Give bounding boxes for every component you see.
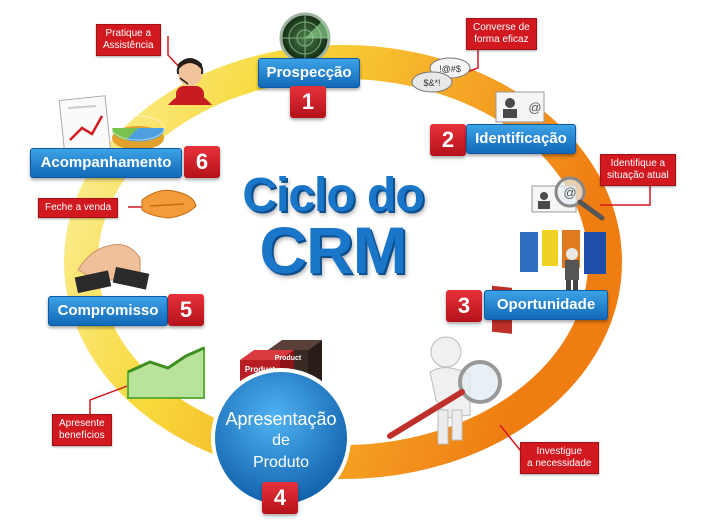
step-6-label: Acompanhamento — [30, 148, 182, 178]
note-identifique-line-1: Identifique a — [610, 158, 666, 169]
title-line-1: Ciclo do — [242, 169, 424, 222]
step-2-label: Identificação — [466, 124, 576, 154]
svg-text:@: @ — [563, 185, 576, 200]
note-pratique-line-1: Pratique a — [105, 28, 152, 39]
step-4-label-line-2: de — [272, 432, 290, 449]
chat-bubble-text-2: $&*! — [423, 78, 440, 88]
magnifier-contact-icon: @ — [531, 176, 605, 221]
note-identifique-line-2: situação atual — [607, 170, 669, 181]
step-5-label: Compromisso — [48, 296, 168, 326]
growth-chart-icon — [127, 346, 205, 399]
note-feche-venda: Feche a venda — [38, 198, 119, 218]
report-piechart-icon — [58, 95, 165, 157]
note-apresente-line-2: benefícios — [59, 430, 105, 441]
chat-bubbles-icon: !@#$ $&*! — [411, 57, 471, 93]
product-box-text-2: Product — [275, 355, 302, 362]
product-box-text-1: Product — [245, 365, 276, 374]
step-4-label: Apresentação de Produto — [206, 408, 356, 474]
note-investigue-line-2: a necessidade — [527, 458, 592, 469]
note-identifique-situacao: Identifique a situação atual — [600, 154, 676, 186]
note-investigue-necessidade: Investigue a necessidade — [520, 442, 599, 474]
strong-handshake-icon — [74, 244, 150, 294]
handshake-icon — [141, 189, 197, 219]
note-converse-line-1: Converse de — [473, 22, 530, 33]
step-1-label: Prospecção — [258, 58, 360, 88]
step-3-number: 3 — [446, 290, 482, 322]
note-pratique-line-2: Assistência — [103, 40, 154, 51]
magnifier-figure-icon — [387, 336, 502, 445]
step-4-label-line-3: Produto — [252, 454, 310, 471]
note-converse-forma-eficaz: Converse de forma eficaz — [466, 18, 537, 50]
note-apresente-line-1: Apresente — [59, 418, 105, 429]
step-2-number: 2 — [430, 124, 466, 156]
note-apresente-beneficios: Apresente benefícios — [52, 414, 112, 446]
note-converse-line-2: forma eficaz — [474, 34, 529, 45]
step-6-number: 6 — [184, 146, 220, 178]
note-pratique-assistencia: Pratique a Assistência — [96, 24, 161, 56]
step-1-number: 1 — [290, 86, 326, 118]
svg-text:@: @ — [528, 100, 541, 115]
step-3-label: Oportunidade — [484, 290, 608, 320]
operator-headset-icon — [168, 58, 212, 105]
note-feche-line-1: Feche a venda — [45, 202, 112, 213]
radar-icon — [279, 12, 331, 64]
contact-card-icon: @ — [495, 91, 545, 123]
step-4-number: 4 — [262, 482, 298, 514]
step-5-number: 5 — [168, 294, 204, 326]
title-line-2: CRM — [259, 213, 407, 287]
note-investigue-line-1: Investigue — [536, 446, 583, 457]
step-4-label-line-1: Apresentação — [225, 409, 337, 429]
chat-bubble-text-1: !@#$ — [439, 64, 461, 74]
